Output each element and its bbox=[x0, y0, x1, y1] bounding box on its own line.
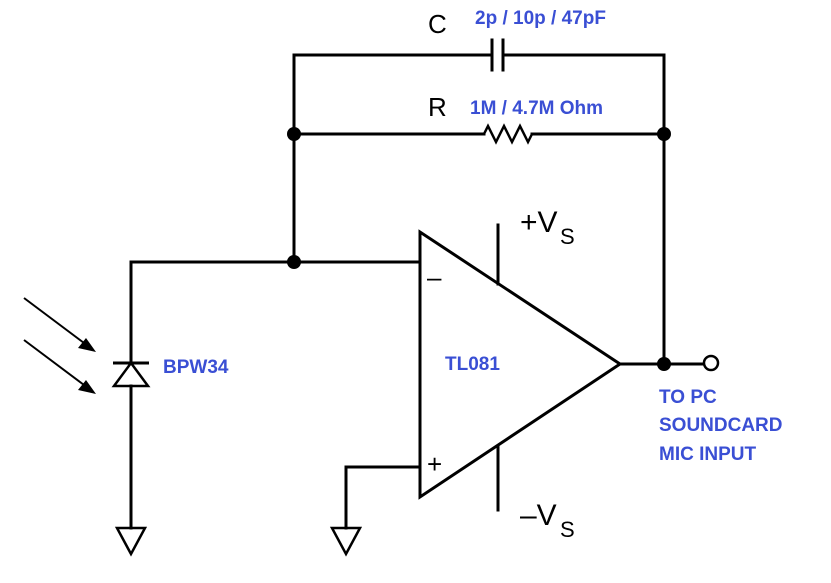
photodiode-symbol bbox=[111, 360, 151, 557]
positive-supply-subscript: S bbox=[560, 224, 575, 249]
capacitor-label: C bbox=[428, 9, 447, 39]
inverting-input-sign: – bbox=[427, 262, 442, 292]
feedback-capacitor bbox=[292, 38, 666, 136]
feedback-resistor bbox=[292, 123, 666, 145]
ground-symbol-diode bbox=[114, 526, 148, 557]
opamp-symbol bbox=[418, 223, 623, 512]
opamp-name: TL081 bbox=[445, 354, 500, 375]
inverting-input-wiring bbox=[129, 132, 422, 364]
negative-supply-subscript: S bbox=[560, 517, 575, 542]
photodiode-name: BPW34 bbox=[163, 357, 229, 378]
light-arrows bbox=[23, 297, 96, 394]
positive-supply-label: +V bbox=[520, 206, 558, 239]
junction-dot bbox=[287, 255, 301, 269]
resistor-value: 1M / 4.7M Ohm bbox=[470, 98, 603, 119]
noninverting-input-sign: + bbox=[427, 449, 442, 479]
output-label-line1: TO PC bbox=[659, 387, 717, 408]
capacitor-value: 2p / 10p / 47pF bbox=[475, 8, 606, 29]
noninverting-ground-wiring bbox=[329, 465, 422, 557]
output-label-line3: MIC INPUT bbox=[659, 444, 757, 465]
output-label-line2: SOUNDCARD bbox=[659, 415, 783, 436]
output-wiring bbox=[618, 132, 720, 372]
junction-dot bbox=[287, 127, 301, 141]
resistor-label: R bbox=[428, 92, 447, 122]
ground-symbol-opamp bbox=[329, 526, 363, 557]
output-terminal bbox=[702, 354, 720, 372]
negative-supply-label: –V bbox=[520, 499, 557, 532]
junction-dot bbox=[657, 127, 671, 141]
junction-dot bbox=[657, 357, 671, 371]
